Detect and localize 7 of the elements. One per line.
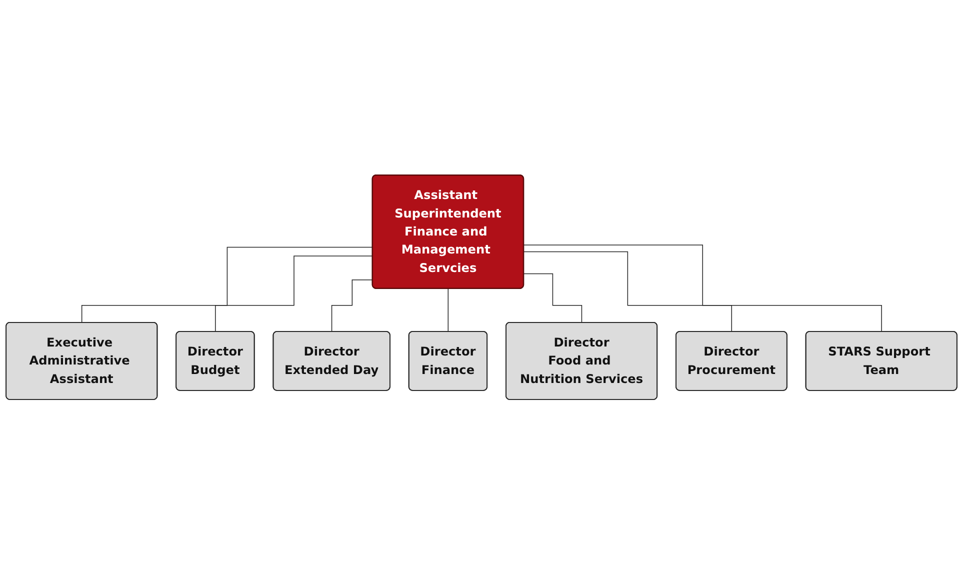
connector xyxy=(215,256,374,332)
connector xyxy=(524,244,882,332)
connector xyxy=(81,247,374,324)
connector xyxy=(448,288,449,332)
connector xyxy=(524,252,732,332)
connector xyxy=(524,274,582,324)
connector xyxy=(331,280,374,332)
